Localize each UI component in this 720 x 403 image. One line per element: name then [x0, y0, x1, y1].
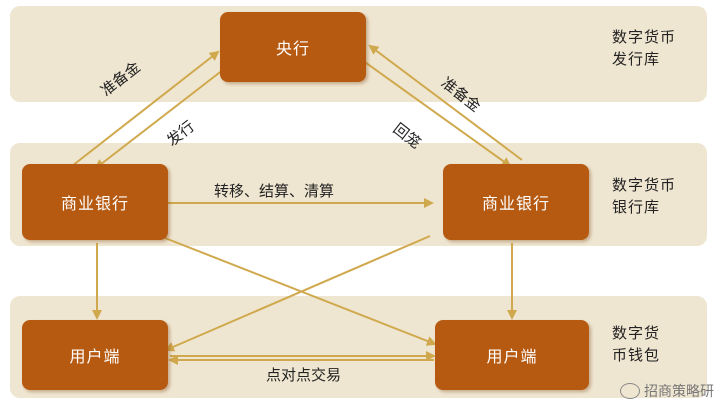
issuance-band-label: 数字货币 发行库: [612, 28, 677, 68]
central-bank-node: 央行: [220, 12, 366, 82]
commercial-bank-left-node: 商业银行: [22, 164, 168, 240]
arrow-issue: [94, 65, 229, 170]
label-p2p: 点对点交易: [266, 366, 342, 384]
arrow-redeem: [361, 59, 512, 168]
arrow-reserve-left: [71, 50, 220, 167]
user-left-node: 用户端: [22, 320, 168, 390]
arrow-right-bank-to-left-user: [164, 235, 431, 352]
watermark-text: 招商策略研: [644, 384, 714, 400]
watermark: 招商策略研: [620, 381, 714, 401]
label-transfer: 转移、结算、清算: [214, 182, 335, 200]
user-right-node: 用户端: [435, 320, 589, 390]
wallet-band-label: 数字货 币钱包: [612, 324, 661, 364]
arrow-reserve-right: [368, 44, 523, 161]
commercial-bank-right-node: 商业银行: [443, 164, 589, 240]
bank-band-label: 数字货币 银行库: [612, 176, 677, 216]
arrow-left-bank-to-right-user: [164, 237, 437, 346]
wechat-icon: [620, 383, 640, 399]
